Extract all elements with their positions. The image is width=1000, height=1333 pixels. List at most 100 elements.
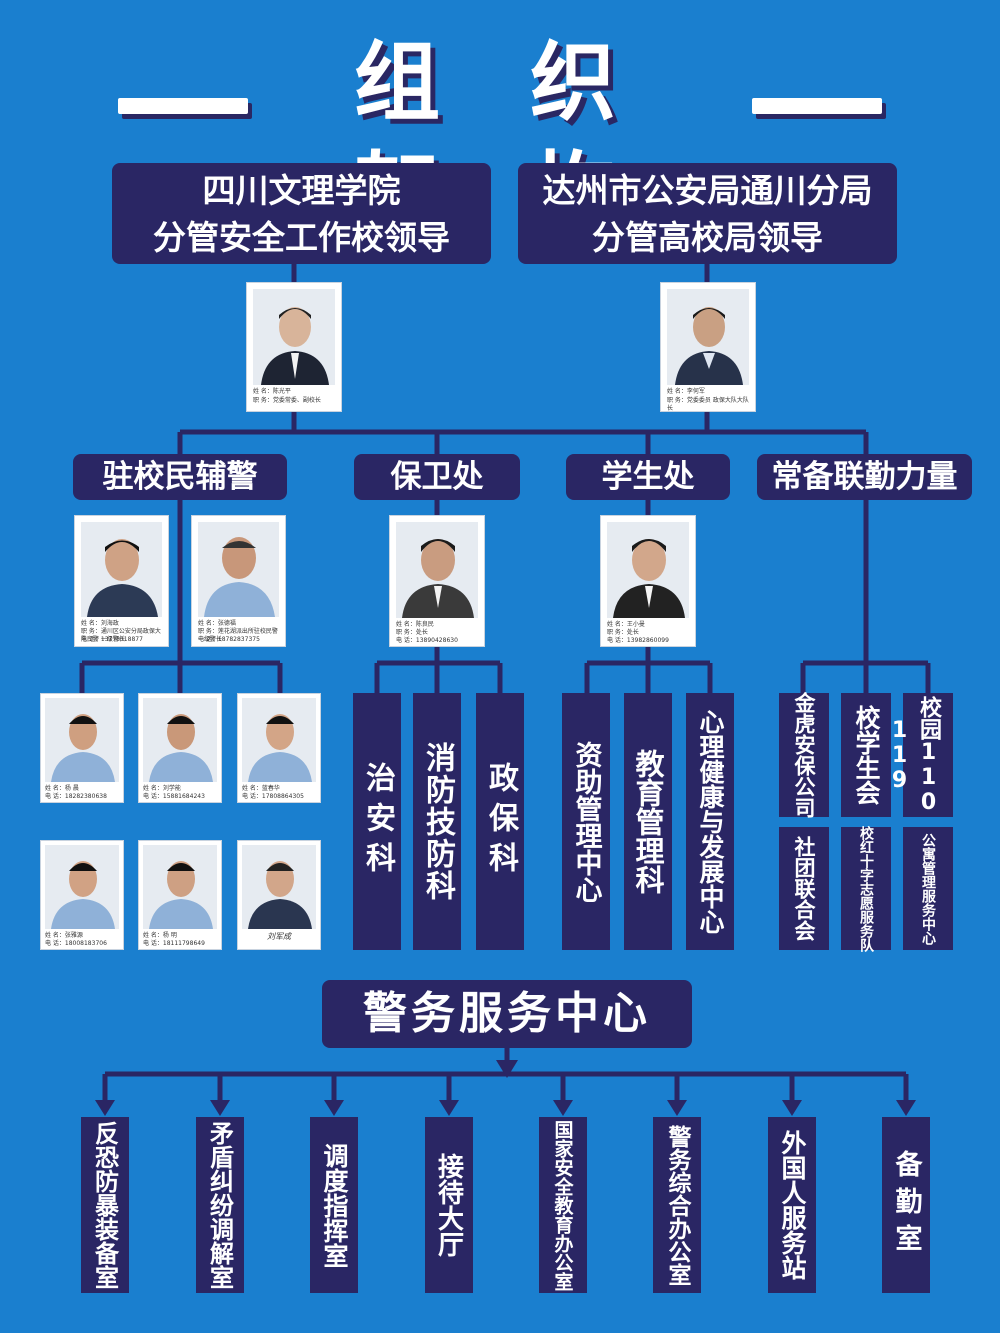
auxiliary-photo-card-6: 刘军成 <box>237 840 321 950</box>
leader-photo-card-left: 姓 名：陈光平 职 务：党委常委、副校长 <box>246 282 342 412</box>
student-unit-3: 心理健康与发展中心 <box>686 693 734 950</box>
security-head-title: 职 务：处长 <box>396 629 428 636</box>
service-room-1-label: 反恐防暴装备室 <box>90 1121 119 1289</box>
officer-photo-2 <box>198 522 279 617</box>
auxiliary-name-1: 姓 名：杨 晨 <box>45 785 79 792</box>
reserve-unit-bottom-3: 公寓管理服务中心 <box>903 827 953 950</box>
officer-phone-1: 电 话：13778318877 <box>81 636 143 643</box>
security-head-photo <box>396 522 478 618</box>
reserve-unit-top-2: 校学生会 <box>841 693 891 817</box>
dept-reserve-box: 常备联勤力量 <box>757 454 972 500</box>
security-unit-3: 政保科 <box>476 693 524 950</box>
leader-photo-left <box>253 289 335 385</box>
student-unit-3-label: 心理健康与发展中心 <box>696 709 725 934</box>
auxiliary-photo-5 <box>143 845 217 929</box>
students-head-name: 姓 名：王小曼 <box>607 621 645 628</box>
service-room-2-label: 矛盾纠纷调解室 <box>205 1121 234 1289</box>
service-room-4-label: 接待大厅 <box>433 1153 464 1257</box>
auxiliary-photo-card-2: 姓 名：刘学能 电 话：15881684243 <box>138 693 222 803</box>
security-unit-1: 治安科 <box>353 693 401 950</box>
security-unit-1-label: 治安科 <box>360 761 395 882</box>
service-room-3: 调度指挥室 <box>310 1117 358 1293</box>
auxiliary-name-3: 姓 名：蓝春华 <box>242 785 280 792</box>
auxiliary-photo-card-3: 姓 名：蓝春华 电 话：17808864305 <box>237 693 321 803</box>
security-head-photo-card: 姓 名：陈良民 职 务：处长 电 话：13890428630 <box>389 515 485 647</box>
police-leader-line2: 分管高校局领导 <box>592 218 823 257</box>
dept-police-box: 驻校民辅警 <box>73 454 287 500</box>
security-head-name: 姓 名：陈良民 <box>396 621 434 628</box>
leader-title-left: 职 务：党委常委、副校长 <box>253 397 321 404</box>
reserve-unit-top-3: 校园110 119 <box>887 693 953 817</box>
service-room-1: 反恐防暴装备室 <box>81 1117 129 1293</box>
service-room-2: 矛盾纠纷调解室 <box>196 1117 244 1293</box>
police-leader-box: 达州市公安局通川分局 分管高校局领导 <box>518 163 897 264</box>
auxiliary-name-4: 姓 名：张雅源 <box>45 932 83 939</box>
reserve-unit-bottom-3-label: 公寓管理服务中心 <box>920 832 936 945</box>
service-room-8: 备勤室 <box>882 1117 930 1293</box>
service-room-6-label: 警务综合办公室 <box>664 1124 690 1286</box>
student-unit-2-label: 教育管理科 <box>631 749 665 894</box>
leader-name-left: 姓 名：陈光平 <box>253 388 291 395</box>
service-center-box: 警务服务中心 <box>322 980 692 1048</box>
title-left-bar <box>118 98 248 114</box>
auxiliary-photo-6 <box>242 845 316 929</box>
service-room-5-label: 国家安全教育办公室 <box>551 1119 574 1291</box>
service-room-8-label: 备勤室 <box>890 1149 922 1261</box>
police-leader-line1: 达州市公安局通川分局 <box>542 171 873 210</box>
auxiliary-phone-3: 电 话：17808864305 <box>242 793 304 800</box>
auxiliary-photo-card-1: 姓 名：杨 晨 电 话：18282380638 <box>40 693 124 803</box>
auxiliary-photo-3 <box>242 698 316 782</box>
students-head-phone: 电 话：13982860099 <box>607 637 669 644</box>
officer-title-1: 职 务：通川区公安分局政保大队民警 一级警长 <box>81 628 161 643</box>
students-head-photo <box>607 522 689 618</box>
officer-name-1: 姓 名：刘海政 <box>81 620 119 627</box>
reserve-unit-bottom-2: 校红十字志愿服务队 <box>841 825 891 952</box>
officer-title-2: 职 务：莲花湖派出所驻校民警 一级警长 <box>198 628 278 643</box>
auxiliary-phone-1: 电 话：18282380638 <box>45 793 107 800</box>
officer-photo-1 <box>81 522 162 617</box>
reserve-unit-top-3-label: 校园110 119 <box>887 695 941 815</box>
page-title-area: 组 织 架 构 <box>0 28 1000 243</box>
service-room-3-label: 调度指挥室 <box>320 1142 349 1268</box>
security-unit-2-label: 消防技防科 <box>420 741 455 902</box>
officer-photo-card-1: 姓 名：刘海政 职 务：通川区公安分局政保大队民警 一级警长 电 话：13778… <box>74 515 169 647</box>
security-unit-3-label: 政保科 <box>483 761 518 882</box>
dept-students-box: 学生处 <box>566 454 730 500</box>
auxiliary-photo-1 <box>45 698 119 782</box>
student-unit-1-label: 资助管理中心 <box>570 740 602 903</box>
auxiliary-photo-card-5: 姓 名：杨 明 电 话：18111798649 <box>138 840 222 950</box>
auxiliary-name-5: 姓 名：杨 明 <box>143 932 177 939</box>
school-leader-line1: 四川文理学院 <box>202 171 401 210</box>
auxiliary-photo-4 <box>45 845 119 929</box>
leader-photo-card-right: 姓 名：李何军 职 务：党委委员 政保大队大队长 <box>660 282 756 412</box>
reserve-unit-top-1: 金虎安保公司 <box>779 692 829 818</box>
auxiliary-phone-2: 电 话：15881684243 <box>143 793 205 800</box>
security-unit-2: 消防技防科 <box>413 693 461 950</box>
title-right-bar <box>752 98 882 114</box>
security-head-phone: 电 话：13890428630 <box>396 637 458 644</box>
reserve-unit-top-1-label: 金虎安保公司 <box>792 692 816 818</box>
student-unit-2: 教育管理科 <box>624 693 672 950</box>
service-room-7: 外国人服务站 <box>768 1117 816 1293</box>
auxiliary-phone-5: 电 话：18111798649 <box>143 940 205 947</box>
school-leader-line2: 分管安全工作校领导 <box>153 218 450 257</box>
leader-photo-right <box>667 289 749 385</box>
school-leader-box: 四川文理学院 分管安全工作校领导 <box>112 163 491 264</box>
officer-name-2: 姓 名：张德福 <box>198 620 236 627</box>
service-room-5: 国家安全教育办公室 <box>539 1117 587 1293</box>
leader-name-right: 姓 名：李何军 <box>667 388 705 395</box>
service-room-6: 警务综合办公室 <box>653 1117 701 1293</box>
officer-phone-2: 电 话：18782837375 <box>198 636 260 643</box>
students-head-photo-card: 姓 名：王小曼 职 务：处长 电 话：13982860099 <box>600 515 696 647</box>
officer-photo-card-2: 姓 名：张德福 职 务：莲花湖派出所驻校民警 一级警长 电 话：18782837… <box>191 515 286 647</box>
auxiliary-phone-4: 电 话：18008183706 <box>45 940 107 947</box>
student-unit-1: 资助管理中心 <box>562 693 610 950</box>
reserve-unit-bottom-2-label: 校红十字志愿服务队 <box>858 825 874 952</box>
auxiliary-photo-card-4: 姓 名：张雅源 电 话：18008183706 <box>40 840 124 950</box>
reserve-unit-bottom-1: 社团联合会 <box>779 827 829 950</box>
auxiliary-name-6: 刘军成 <box>267 932 291 941</box>
auxiliary-name-2: 姓 名：刘学能 <box>143 785 181 792</box>
service-room-4: 接待大厅 <box>425 1117 473 1293</box>
dept-security-box: 保卫处 <box>354 454 520 500</box>
